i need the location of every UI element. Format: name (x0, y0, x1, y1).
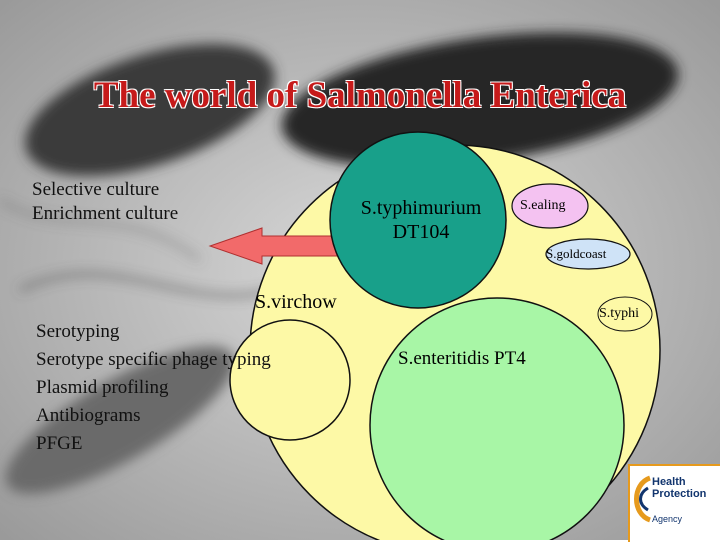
typhi-label: S.typhi (599, 306, 640, 321)
arrow-left (208, 227, 346, 265)
culture-item: Enrichment culture (32, 203, 179, 224)
typhimurium-phage-type: DT104 (392, 221, 450, 243)
hpa-logo: Health Protection Agency (628, 464, 720, 542)
logo-text: Health Protection (652, 476, 706, 500)
method-item: Antibiograms (36, 405, 141, 426)
goldcoast-label: S.goldcoast (546, 246, 607, 261)
culture-item: Selective culture (32, 179, 160, 200)
virchow-circle (229, 319, 351, 441)
logo-line: Protection (652, 488, 707, 500)
typhimurium-circle (329, 131, 507, 309)
virchow-label: S.virchow (255, 291, 337, 313)
typhi-ellipse (597, 296, 653, 332)
typhimurium-label: S.typhimurium DT104 (332, 196, 510, 244)
method-item: Serotyping (36, 321, 120, 342)
methods-list: Serotyping Serotype specific phage typin… (36, 318, 271, 458)
method-item: Serotype specific phage typing (36, 349, 271, 370)
bacterium-shapes (0, 32, 679, 494)
logo-subline: Agency (652, 514, 683, 524)
ealing-label: S.ealing (520, 198, 566, 213)
culture-list: Selective culture Enrichment culture (32, 178, 178, 226)
enteritidis-label: S.enteritidis PT4 (398, 348, 526, 369)
logo-swirl-icon (634, 475, 652, 523)
method-item: PFGE (36, 433, 83, 454)
slide-title: The world of Salmonella Enterica (93, 75, 627, 116)
method-item: Plasmid profiling (36, 377, 169, 398)
logo-line: Health (652, 476, 686, 488)
goldcoast-ellipse (545, 238, 631, 270)
ealing-ellipse (511, 183, 589, 229)
typhimurium-name: S.typhimurium (360, 197, 482, 219)
enteritidis-circle (369, 297, 625, 540)
